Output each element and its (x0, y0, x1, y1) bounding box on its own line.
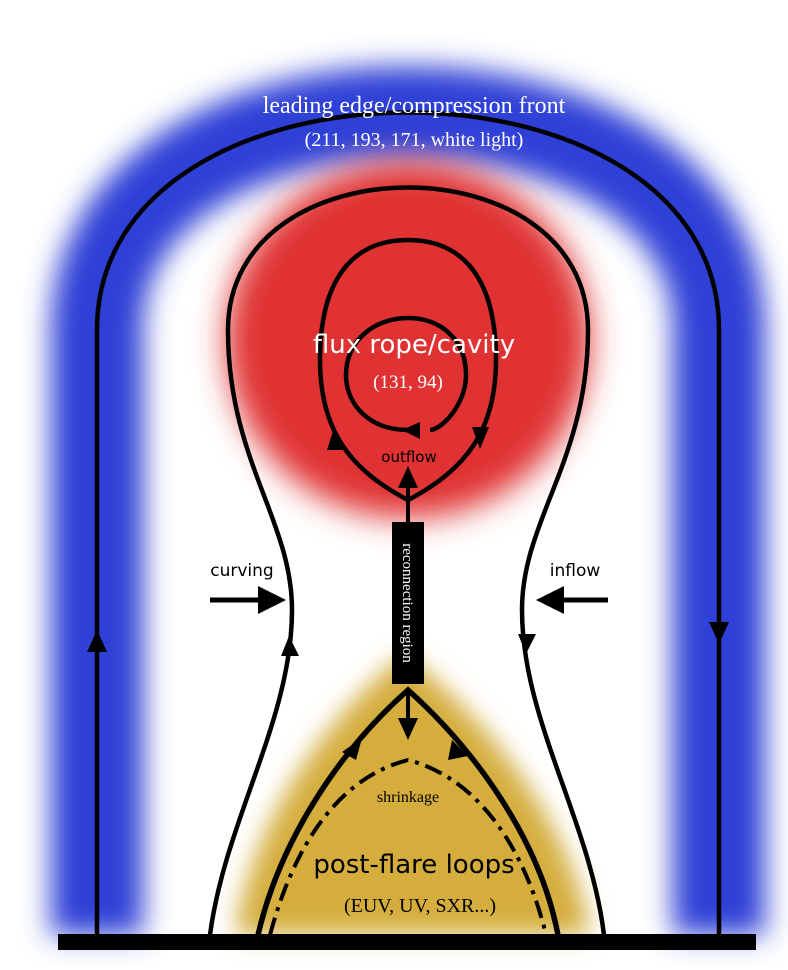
outer-field-arrow-down (709, 622, 729, 644)
flux-rope-cavity-glow (226, 162, 590, 518)
solar-surface-baseline (58, 934, 756, 950)
middle-field-line (207, 185, 607, 936)
flux-rope-loop-outer (317, 237, 499, 503)
post-flare-loops-glow (235, 655, 590, 935)
middle-field-arrow-down (518, 634, 536, 654)
reconnection-region-bar (392, 522, 424, 684)
curving-label: curving (210, 561, 273, 581)
curving-arrow-head (258, 586, 286, 614)
inflow-label: inflow (550, 561, 601, 581)
outer-field-arrow-up (87, 630, 107, 652)
outflow-arrow-head (398, 466, 418, 488)
outflow-label: outflow (381, 448, 436, 466)
shrinkage-label: shrinkage (377, 789, 439, 806)
post-flare-arrow-left (342, 738, 362, 760)
middle-field-arrow-up (281, 636, 299, 656)
post-flare-loops-label: post-flare loops (313, 850, 514, 880)
flux-rope-bands-label: (131, 94) (373, 372, 443, 393)
inflow-arrow-head (536, 586, 564, 614)
outer-field-line (94, 110, 722, 935)
leading-edge-label: leading edge/compression front (263, 93, 566, 119)
shrinkage-loop (268, 757, 548, 936)
post-flare-bands-label: (EUV, UV, SXR...) (344, 895, 496, 917)
downflow-arrow-head (398, 718, 418, 740)
leading-edge-bands-label: (211, 193, 171, white light) (305, 129, 524, 151)
flux-rope-loop-inner (343, 315, 469, 433)
flux-rope-arrow-inner (402, 422, 420, 439)
flux-rope-arrow-right (472, 427, 489, 449)
post-flare-loop-solid (255, 686, 561, 936)
post-flare-arrow-right (448, 740, 468, 760)
flux-rope-arrow-left (327, 428, 345, 450)
flux-rope-label: flux rope/cavity (313, 330, 515, 360)
reconnection-region-label: reconnection region (399, 543, 415, 663)
